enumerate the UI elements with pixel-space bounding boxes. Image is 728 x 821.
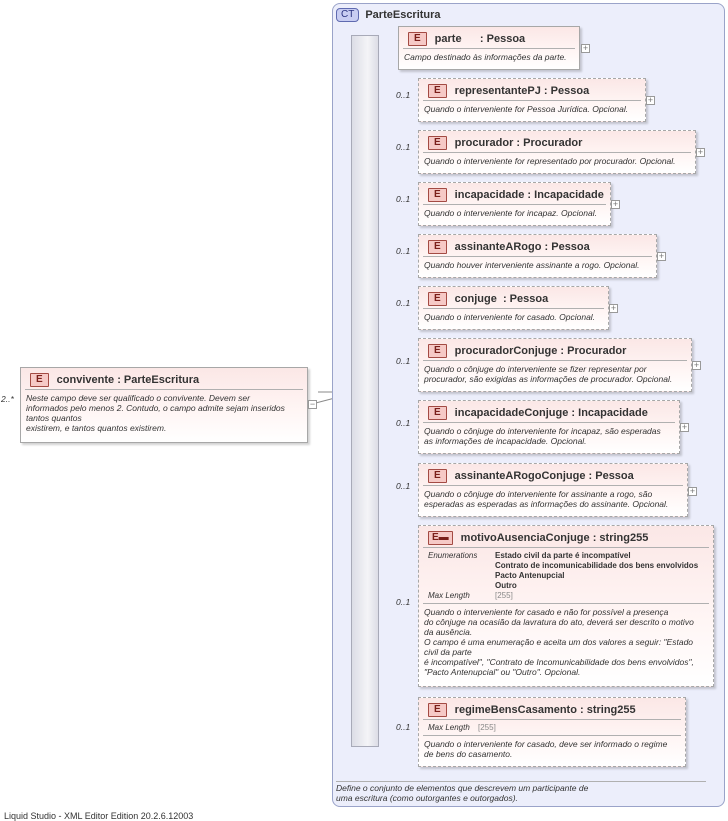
complex-type-badge: CT	[336, 8, 360, 22]
enumeration-value: Estado civil da parte é incompatível	[495, 551, 631, 560]
enumeration-value: Contrato de incomunicabilidade dos bens …	[495, 561, 699, 570]
element-cardinality: 0..1	[396, 356, 411, 366]
element-name: parte : Pessoa	[434, 32, 526, 45]
expand-icon[interactable]: +	[692, 360, 701, 370]
root-element-convivente[interactable]: E convivente : ParteEscritura Neste camp…	[20, 367, 308, 443]
element-name: representantePJ : Pessoa	[454, 84, 590, 97]
max-length-label: Max Length	[428, 723, 470, 732]
sequence-bar	[351, 35, 379, 747]
element-name: procuradorConjuge : Procurador	[454, 344, 627, 357]
collapse-icon[interactable]: −	[308, 399, 317, 409]
element-header: E regimeBensCasamento : string255	[423, 698, 681, 720]
element-representantePJ[interactable]: E representantePJ : Pessoa Quando o inte…	[418, 78, 646, 122]
expand-icon[interactable]: +	[609, 303, 618, 313]
max-length-label: Max Length	[428, 591, 470, 600]
element-header: E incapacidadeConjuge : Incapacidade	[423, 401, 675, 423]
element-description: Quando o cônjuge do interveniente for as…	[424, 489, 669, 509]
element-description: Quando o interveniente for representado …	[424, 156, 676, 166]
enumeration-value: Pacto Antenupcial	[495, 571, 565, 580]
element-badge: E	[428, 187, 447, 202]
element-name: incapacidade : Incapacidade	[454, 188, 604, 201]
enumeration-values: Estado civil da parte é incompatível Con…	[495, 551, 698, 591]
expand-icon[interactable]: +	[688, 486, 697, 496]
element-header: E▬ motivoAusenciaConjuge : string255	[423, 526, 709, 548]
element-description: Quando o interveniente for casado. Opcio…	[424, 312, 596, 322]
element-header: E assinanteARogo : Pessoa	[423, 235, 652, 257]
element-procuradorConjuge[interactable]: E procuradorConjuge : Procurador Quando …	[418, 338, 692, 392]
element-motivoAusenciaConjuge[interactable]: E▬ motivoAusenciaConjuge : string255 Enu…	[418, 525, 714, 687]
element-header: E parte : Pessoa	[403, 27, 575, 49]
element-description: Quando o cônjuge do interveniente se fiz…	[424, 364, 673, 384]
element-description: Quando o interveniente for Pessoa Jurídi…	[424, 104, 629, 114]
root-element-name: convivente : ParteEscritura	[56, 373, 200, 386]
element-incapacidade[interactable]: E incapacidade : Incapacidade Quando o i…	[418, 182, 611, 226]
expand-icon[interactable]: +	[581, 43, 590, 53]
max-length-value: [255]	[495, 591, 513, 600]
element-cardinality: 0..1	[396, 481, 411, 491]
element-header: E conjuge : Pessoa	[423, 287, 604, 309]
element-assinanteARogoConjuge[interactable]: E assinanteARogoConjuge : Pessoa Quando …	[418, 463, 688, 517]
element-cardinality: 0..1	[396, 298, 411, 308]
element-header: E procuradorConjuge : Procurador	[423, 339, 687, 361]
element-badge: E	[428, 702, 447, 717]
element-cardinality: 0..1	[396, 194, 411, 204]
expand-icon[interactable]: +	[611, 199, 620, 209]
root-element-description: Neste campo deve ser qualificado o convi…	[26, 393, 285, 433]
element-badge: E	[428, 468, 447, 483]
enumeration-value: Outro	[495, 581, 517, 590]
element-parte[interactable]: E parte : Pessoa Campo destinado às info…	[398, 26, 580, 70]
element-assinanteARogo[interactable]: E assinanteARogo : Pessoa Quando houver …	[418, 234, 657, 278]
facets: Enumerations Estado civil da parte é inc…	[423, 548, 709, 604]
element-badge: E	[428, 405, 447, 420]
root-cardinality: 2..*	[1, 394, 14, 404]
element-description: Quando o interveniente for incapaz. Opci…	[424, 208, 597, 218]
element-description: Campo destinado às informações da parte.	[404, 52, 567, 62]
expand-icon[interactable]: +	[680, 422, 689, 432]
element-badge: E	[408, 31, 427, 46]
element-badge: E	[30, 372, 49, 387]
complex-type-header: CT ParteEscritura	[336, 7, 441, 23]
element-cardinality: 0..1	[396, 246, 411, 256]
element-name: assinanteARogoConjuge : Pessoa	[454, 469, 634, 482]
element-header: E assinanteARogoConjuge : Pessoa	[423, 464, 683, 486]
element-header: E incapacidade : Incapacidade	[423, 183, 606, 205]
element-procurador[interactable]: E procurador : Procurador Quando o inter…	[418, 130, 696, 174]
element-description: Quando o interveniente for casado e não …	[424, 607, 694, 677]
element-cardinality: 0..1	[396, 597, 411, 607]
element-header: E procurador : Procurador	[423, 131, 691, 153]
element-description: Quando o interveniente for casado, deve …	[424, 739, 668, 759]
complex-type-description: Define o conjunto de elementos que descr…	[336, 781, 706, 803]
element-name: conjuge : Pessoa	[454, 292, 549, 305]
element-header: E representantePJ : Pessoa	[423, 79, 641, 101]
element-name: procurador : Procurador	[454, 136, 583, 149]
status-bar: Liquid Studio - XML Editor Edition 20.2.…	[4, 811, 194, 821]
element-badge: E	[428, 239, 447, 254]
expand-icon[interactable]: +	[646, 95, 655, 105]
element-incapacidadeConjuge[interactable]: E incapacidadeConjuge : Incapacidade Qua…	[418, 400, 680, 454]
expand-icon[interactable]: +	[696, 147, 705, 157]
enumerations-label: Enumerations	[428, 551, 478, 560]
root-element-header: E convivente : ParteEscritura	[25, 368, 303, 390]
element-cardinality: 0..1	[396, 722, 411, 732]
simple-element-badge: E▬	[428, 530, 453, 545]
element-conjuge[interactable]: E conjuge : Pessoa Quando o intervenient…	[418, 286, 609, 330]
complex-type-title[interactable]: ParteEscritura	[365, 9, 441, 21]
element-description: Quando o cônjuge do interveniente for in…	[424, 426, 661, 446]
element-cardinality: 0..1	[396, 142, 411, 152]
element-badge: E	[428, 343, 447, 358]
element-description: Quando houver interveniente assinante a …	[424, 260, 640, 270]
element-cardinality: 0..1	[396, 90, 411, 100]
element-cardinality: 0..1	[396, 418, 411, 428]
element-badge: E	[428, 135, 447, 150]
expand-icon[interactable]: +	[657, 251, 666, 261]
element-badge: E	[428, 291, 447, 306]
element-regimeBensCasamento[interactable]: E regimeBensCasamento : string255 Max Le…	[418, 697, 686, 767]
max-length-value: [255]	[478, 723, 496, 732]
element-name: motivoAusenciaConjuge : string255	[460, 531, 649, 544]
element-name: incapacidadeConjuge : Incapacidade	[454, 406, 648, 419]
element-badge: E	[428, 83, 447, 98]
facets: Max Length [255]	[423, 720, 681, 736]
element-name: assinanteARogo : Pessoa	[454, 240, 590, 253]
element-name: regimeBensCasamento : string255	[454, 703, 636, 716]
